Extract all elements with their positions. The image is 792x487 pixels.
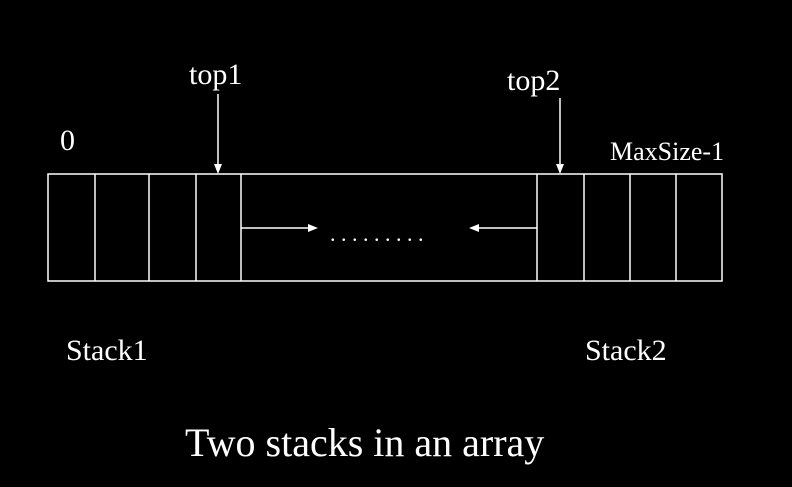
stack1-label: Stack1 xyxy=(66,334,148,367)
index-end-label: MaxSize-1 xyxy=(610,137,725,166)
stack2-growth-arrow xyxy=(469,224,537,232)
top1-pointer-arrow xyxy=(214,94,222,174)
index-start-label: 0 xyxy=(60,124,75,157)
top2-pointer-arrow xyxy=(556,98,564,174)
stack1-growth-arrow xyxy=(241,224,318,232)
top1-label: top1 xyxy=(189,58,243,91)
array-outline xyxy=(47,173,723,282)
caption: Two stacks in an array xyxy=(185,420,545,465)
ellipsis-label: . . . . . . . . . xyxy=(330,221,424,246)
top2-label: top2 xyxy=(507,64,561,97)
stack2-label: Stack2 xyxy=(585,334,667,367)
